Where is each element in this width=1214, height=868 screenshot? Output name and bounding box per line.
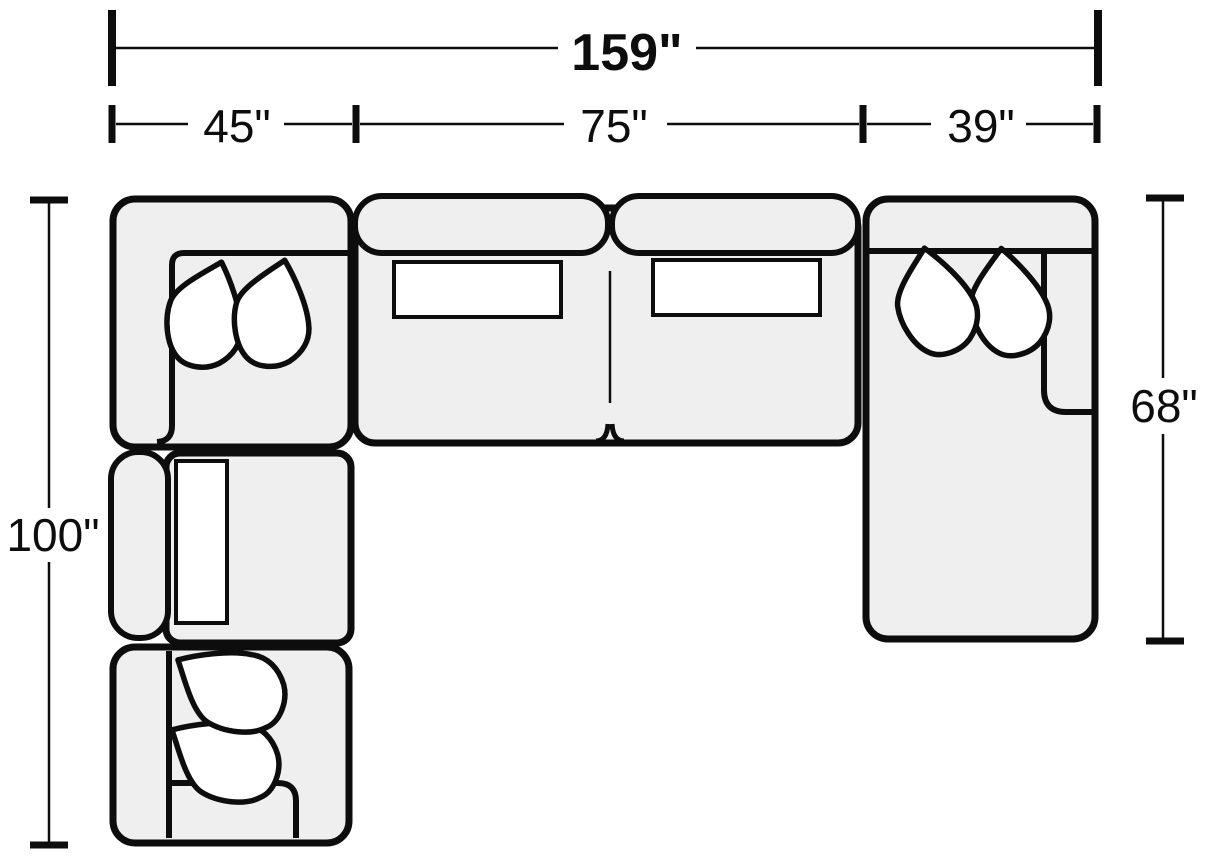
loveseat-section	[351, 193, 862, 447]
chaise-body	[862, 195, 1099, 643]
chaise-section	[862, 195, 1099, 643]
end-section	[109, 643, 353, 847]
dim-segment-row: 45" 75" 39"	[108, 100, 1101, 152]
lumbar-pillow	[174, 459, 229, 625]
dim-label-total-width: 159"	[571, 24, 682, 82]
dim-total-width: 159"	[108, 10, 1102, 86]
end-arm-inner-line	[172, 780, 299, 838]
loveseat-front-pinch	[595, 423, 625, 444]
throw-pillow	[175, 650, 288, 735]
throw-pillow	[894, 245, 981, 358]
dim-label-right-depth: 68"	[1130, 380, 1198, 432]
lumbar-pillow	[651, 258, 822, 317]
armless-section	[108, 448, 355, 647]
dim-left-depth: 100"	[6, 196, 100, 849]
dim-label-left-depth: 100"	[6, 509, 99, 561]
dim-right-depth: 68"	[1130, 194, 1198, 645]
dim-label-segment-75: 75"	[580, 100, 648, 152]
chaise-arm-inner-line	[1041, 251, 1092, 415]
dim-label-segment-45: 45"	[203, 100, 271, 152]
back-cushion	[108, 449, 171, 641]
back-cushion	[352, 193, 611, 256]
lumbar-pillow	[392, 260, 563, 319]
back-cushion	[609, 193, 861, 256]
dim-label-segment-39: 39"	[947, 100, 1015, 152]
corner-section	[109, 195, 355, 451]
corner-seat-inner-line	[156, 250, 348, 445]
throw-pillow	[231, 257, 312, 370]
